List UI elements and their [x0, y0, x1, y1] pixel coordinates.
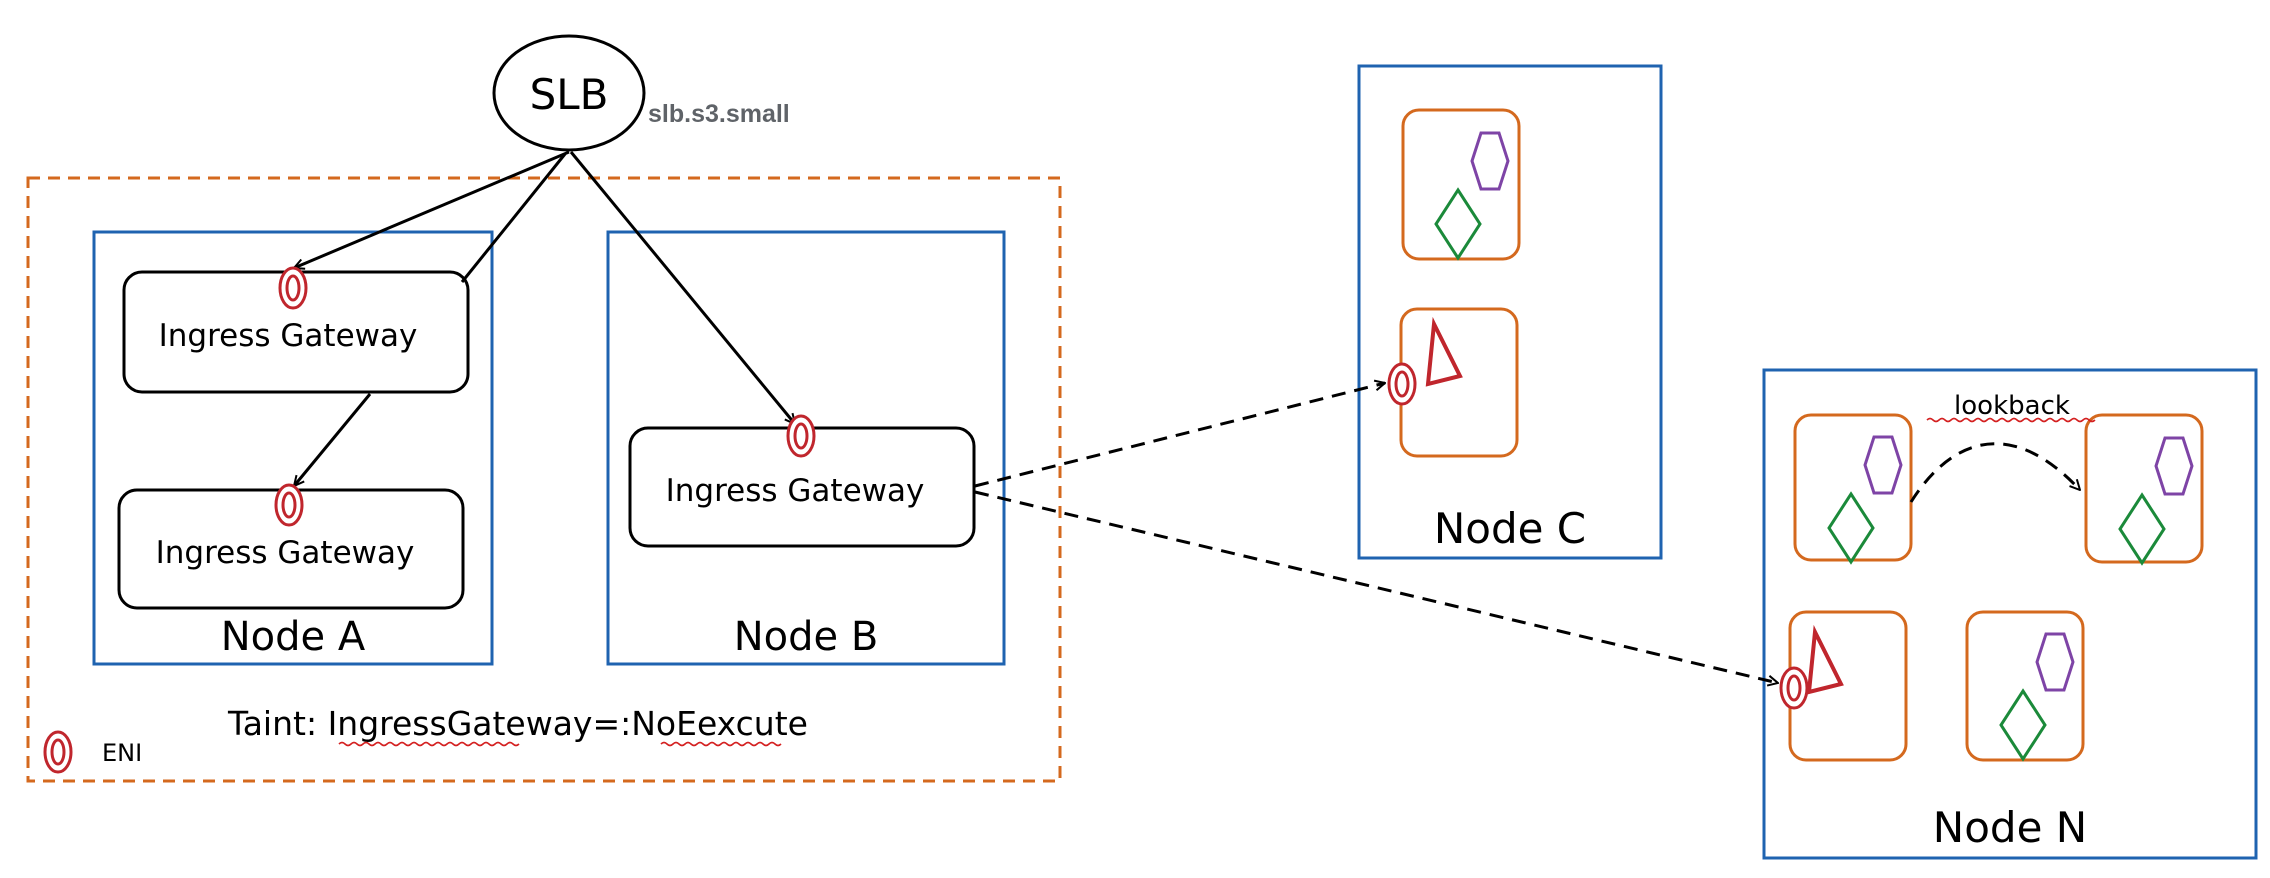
eni-icon — [786, 414, 816, 458]
hexagon-icon — [2035, 632, 2075, 692]
slb-label: SLB — [530, 70, 609, 119]
node-c-border — [1357, 64, 1663, 560]
triangle-icon — [1807, 630, 1843, 694]
pod — [1965, 610, 2085, 762]
node-n-label: Node N — [1933, 803, 2087, 852]
legend-eni-label: ENI — [102, 739, 142, 767]
diamond-icon — [1999, 689, 2047, 761]
node-a-border — [92, 230, 494, 666]
slb-to-gateway-a1-line — [460, 153, 567, 283]
slb-to-gateway-a1-arrow — [294, 150, 570, 268]
node-n: Node N lookback — [1762, 368, 2258, 860]
spellcheck-underline — [338, 741, 520, 747]
diamond-icon — [1827, 492, 1875, 564]
slb-ellipse — [492, 34, 646, 152]
loopback-arrow — [1909, 442, 2080, 503]
taint-prefix: Taint: — [227, 704, 328, 743]
solid-connectors — [294, 150, 795, 486]
slb: SLB slb.s3.small — [492, 34, 790, 152]
gateway-a1-to-a2-arrow — [294, 393, 372, 486]
node-b: Node B Ingress Gateway — [606, 230, 1006, 666]
slb-spec-label: slb.s3.small — [648, 100, 790, 128]
gateway-label: Ingress Gateway — [159, 318, 418, 354]
legend: ENI — [43, 730, 142, 774]
taint-zone — [26, 176, 1062, 783]
spellcheck-underline — [1926, 417, 2096, 423]
dashed-connectors — [974, 383, 2080, 683]
eni-icon — [1779, 666, 1809, 710]
hexagon-icon — [1863, 435, 1903, 495]
spellcheck-underline — [660, 741, 782, 747]
eni-icon — [1387, 362, 1417, 406]
triangle-icon — [1426, 322, 1462, 386]
hexagon-icon — [1470, 131, 1510, 191]
node-c: Node C — [1357, 64, 1663, 560]
node-b-label: Node B — [734, 614, 879, 660]
gateway-b-to-node-c-arrow — [974, 383, 1385, 488]
node-a: Node A Ingress Gateway Ingress Gateway — [92, 230, 494, 666]
eni-icon — [274, 483, 304, 527]
loopback-label: lookback — [1954, 391, 2070, 421]
eni-icon — [278, 266, 308, 310]
node-b-border — [606, 230, 1006, 666]
taint-label: Taint: IngressGateway=:NoEexcute — [227, 704, 808, 743]
diamond-icon — [2118, 493, 2166, 565]
node-n-border — [1762, 368, 2258, 860]
node-a-label: Node A — [221, 614, 366, 660]
slb-to-gateway-b-arrow — [569, 151, 795, 424]
taint-value: IngressGateway=:NoEexcute — [328, 704, 808, 743]
gateway-b-to-node-n-arrow — [974, 490, 1778, 683]
gateway-label: Ingress Gateway — [156, 535, 415, 571]
eni-icon — [43, 730, 73, 774]
pod — [1399, 307, 1519, 458]
taint-label-group: Taint: IngressGateway=:NoEexcute — [227, 704, 808, 747]
gateway-label: Ingress Gateway — [666, 473, 925, 509]
node-c-label: Node C — [1434, 504, 1586, 553]
pod — [1401, 108, 1521, 261]
diamond-icon — [1434, 188, 1482, 260]
hexagon-icon — [2154, 436, 2194, 496]
